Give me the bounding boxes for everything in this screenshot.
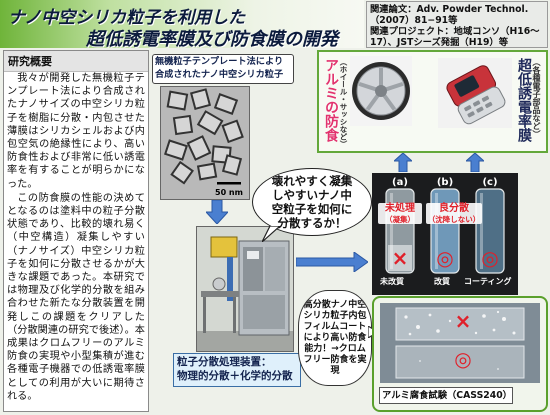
aluminum-wheel-image — [350, 56, 412, 126]
device-label-line-1: 粒子分散処理装置： — [177, 356, 272, 368]
blue-pipe — [227, 257, 233, 301]
vial-mark-b: ◎ — [436, 246, 454, 270]
result-bubble-text: 高分散ナノ中空シリカ粒子内包フィルムコートにより高い防食能力！→クロムフリー防食… — [303, 299, 367, 376]
title-line-2: 超低誘電率膜及び防食膜の開発 — [86, 29, 338, 48]
vial-tag-dispersed: 良分散 （沈降しない） — [426, 203, 482, 224]
arrow-up-to-aluminum — [394, 153, 412, 172]
related-projects: 関連プロジェクト：地域コンソ（H16〜17）、JSTシーズ発掘（H19）等 — [370, 26, 540, 48]
overview-panel: 研究概要 我々が開発した無機粒子テンプレート法により合成されたナノサイズの中空シ… — [3, 50, 149, 412]
device-label: 粒子分散処理装置： 物理的分散＋化学的分散 — [173, 353, 301, 387]
title-banner: ナノ中空シリカ粒子を利用した 超低誘電率膜及び防食膜の開発 — [0, 0, 364, 48]
vial-bottom-label-c: コーティング — [464, 277, 512, 286]
scale-label: 50 nm — [215, 188, 243, 197]
test-plate-coated — [395, 345, 525, 379]
vial-label-a: (a) — [392, 177, 408, 188]
arrow-down-to-device — [206, 200, 228, 224]
vial-bottom-label-a: 未改質 — [380, 277, 404, 286]
related-info-box: 関連論文：Adv. Powder Technol.（2007）81−91等 関連… — [366, 1, 548, 48]
mobile-phone-image — [438, 58, 512, 128]
aluminum-protection-note: （ホイール・サッシなど） — [339, 58, 348, 148]
result-speech-bubble: 高分散ナノ中空シリカ粒子内包フィルムコートにより高い防食能力！→クロムフリー防食… — [298, 290, 372, 386]
vial-c — [475, 188, 505, 274]
vial-tag-untreated-main: 未処理 — [385, 203, 415, 214]
vial-mark-c: ◎ — [481, 246, 499, 270]
arrow-right-to-vials — [296, 252, 368, 272]
corrosion-test-image — [380, 303, 540, 383]
challenge-bubble-tail — [262, 226, 280, 242]
dispersion-device-photo — [196, 226, 294, 352]
scale-bar — [217, 182, 241, 185]
arrow-up-to-low-k — [466, 153, 484, 172]
applications-box: アルミの防食 （ホイール・サッシなど） 超低誘電率膜 （各種電子部品など） — [317, 50, 548, 153]
work-table — [201, 291, 239, 297]
overview-paragraph-2: この防食膜の性能の決めてとなるのは塗料中の粒子分散状態であり、比較的壊れ易く（中… — [7, 192, 145, 402]
phone-keypad — [464, 95, 493, 118]
vial-tag-dispersed-sub: （沈降しない） — [427, 215, 481, 224]
vial-a-sediment — [388, 245, 412, 271]
corrosion-spots — [404, 310, 516, 336]
aluminum-protection-title: アルミの防食 — [323, 58, 339, 142]
vial-mark-a: × — [391, 246, 409, 270]
tem-image-frame: 50 nm — [160, 86, 250, 200]
feed-unit — [210, 236, 238, 258]
vial-label-c: (c) — [482, 177, 498, 188]
phone-display — [454, 75, 480, 97]
wheel-hub — [375, 85, 387, 97]
vial-tag-untreated: 未処理 （凝集） — [378, 203, 422, 224]
title-line-1: ナノ中空シリカ粒子を利用した — [8, 8, 246, 28]
corrosion-test-caption: アルミ腐食試験（CASS240） — [379, 387, 513, 404]
vial-label-b: (b) — [436, 177, 454, 188]
challenge-speech-bubble: 壊れやすく凝集しやすいナノ中空粒子を如何に分散するか！ — [252, 168, 372, 236]
tem-caption: 無機粒子テンプレート法により合成されたナノ中空シリカ粒子 — [152, 54, 294, 84]
dispersion-vials-photo: (a) (b) (c) 未処理 （凝集） 良分散 （沈降しない） × ◎ ◎ 未… — [372, 173, 518, 295]
mixing-vessel — [212, 277, 226, 291]
corrosion-test-box: × ◎ アルミ腐食試験（CASS240） — [372, 296, 548, 412]
hollow-silica-particles — [164, 88, 244, 185]
lab-floor — [197, 331, 293, 351]
vial-tag-untreated-sub: （凝集） — [385, 215, 415, 224]
low-k-film-note: （各種電子部品など） — [532, 58, 541, 138]
device-label-line-2: 物理的分散＋化学的分散 — [177, 370, 293, 382]
overview-paragraph-1: 我々が開発した無機粒子テンプレート法により合成されたナノサイズの中空シリカ粒子を… — [7, 73, 145, 190]
vial-tag-dispersed-main: 良分散 — [439, 203, 469, 214]
corrosion-mark-coated: ◎ — [454, 347, 472, 371]
overview-heading: 研究概要 — [4, 51, 148, 72]
corrosion-mark-untreated: × — [454, 309, 472, 333]
tem-image: 50 nm — [161, 87, 249, 199]
related-papers: 関連論文：Adv. Powder Technol.（2007）81−91等 — [370, 4, 529, 26]
vial-bottom-label-b: 改質 — [434, 277, 450, 286]
dispersion-device-image — [197, 227, 293, 351]
low-k-film-title: 超低誘電率膜 — [516, 58, 532, 142]
test-plate-untreated — [395, 307, 525, 341]
